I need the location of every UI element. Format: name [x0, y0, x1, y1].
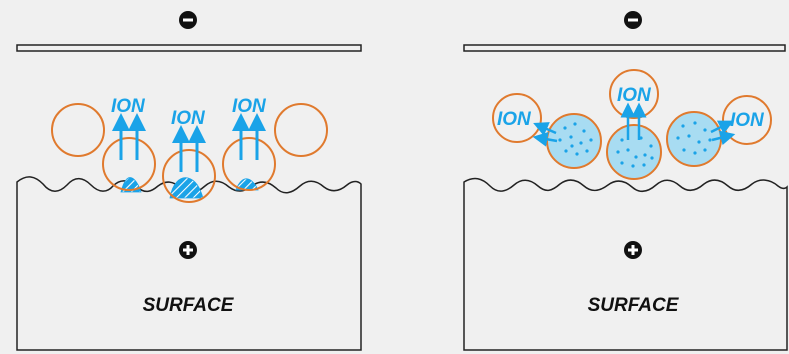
particle	[51, 103, 105, 157]
ion-label: ION	[232, 96, 267, 117]
charged-particle	[606, 124, 662, 180]
arrow-up-icon	[620, 102, 647, 140]
ion-label: ION	[617, 85, 652, 106]
particle	[222, 137, 276, 191]
ion-deposit	[235, 178, 259, 191]
electrode-plate	[463, 44, 786, 52]
minus-circle-icon	[624, 11, 642, 29]
arrow-icon	[532, 122, 558, 147]
particle	[102, 137, 156, 191]
left-panel: ION ION ION SURFACE	[16, 11, 362, 351]
plus-circle-icon	[179, 241, 197, 259]
arrow-up-icon	[232, 113, 266, 160]
ion-label: ION	[111, 96, 146, 117]
arrow-up-icon	[172, 125, 206, 172]
ion-label: ION	[730, 110, 765, 131]
electrode-plate	[16, 44, 362, 52]
ion-deposit	[169, 177, 204, 199]
ion-label: ION	[497, 109, 532, 130]
surface-label: SURFACE	[143, 295, 235, 316]
surface-body	[463, 177, 788, 351]
surface-label: SURFACE	[588, 295, 680, 316]
particle	[722, 95, 772, 145]
arrow-up-icon	[112, 113, 146, 160]
ion-label: ION	[171, 108, 206, 129]
ion-dots	[558, 121, 712, 168]
particle	[274, 103, 328, 157]
particle	[492, 93, 542, 143]
arrow-icon	[710, 120, 736, 146]
plus-circle-icon	[624, 241, 642, 259]
particle	[162, 149, 216, 203]
right-panel: ION ION ION SURFACE	[463, 11, 788, 351]
particle	[609, 69, 659, 119]
minus-circle-icon	[179, 11, 197, 29]
